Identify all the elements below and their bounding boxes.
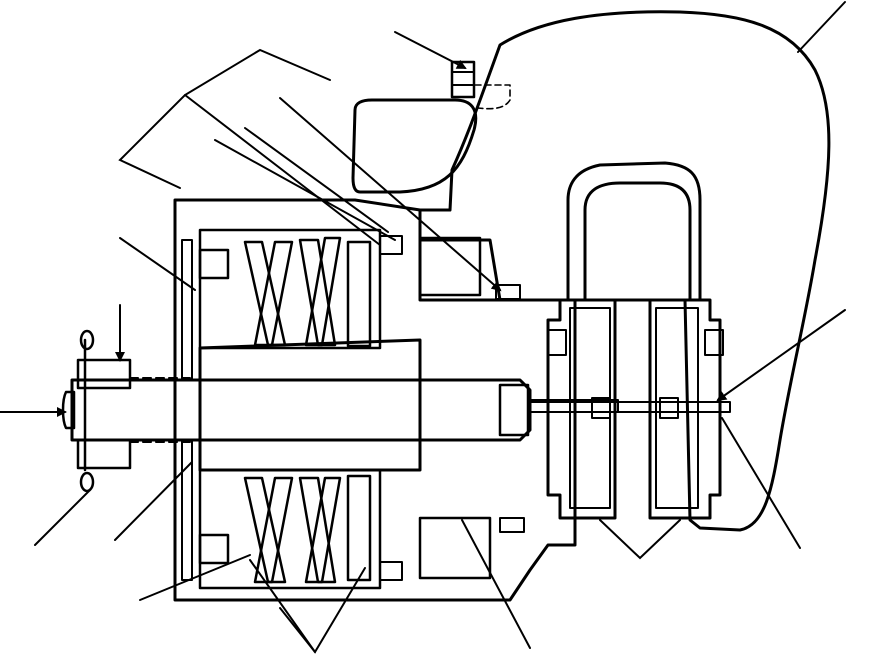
spring-chamber-lower bbox=[198, 468, 403, 590]
housing-flange bbox=[351, 98, 478, 194]
brake-pad-inner bbox=[546, 298, 617, 520]
disc-springs-lower bbox=[243, 474, 372, 584]
castle-nut bbox=[61, 358, 132, 470]
actuator-housing bbox=[173, 198, 577, 602]
end-plate bbox=[181, 239, 193, 581]
spring-chamber-upper bbox=[198, 228, 403, 350]
pad-retaining-pin bbox=[529, 397, 731, 419]
piston-seals bbox=[495, 284, 525, 533]
brake-pad-outer bbox=[648, 298, 724, 520]
adjuster-shaft bbox=[70, 377, 619, 443]
caliper-body bbox=[418, 10, 831, 532]
cotter-pin bbox=[79, 329, 95, 493]
disc-springs-upper bbox=[243, 236, 372, 348]
callout-leaders bbox=[0, 1, 846, 654]
piston bbox=[198, 338, 422, 472]
